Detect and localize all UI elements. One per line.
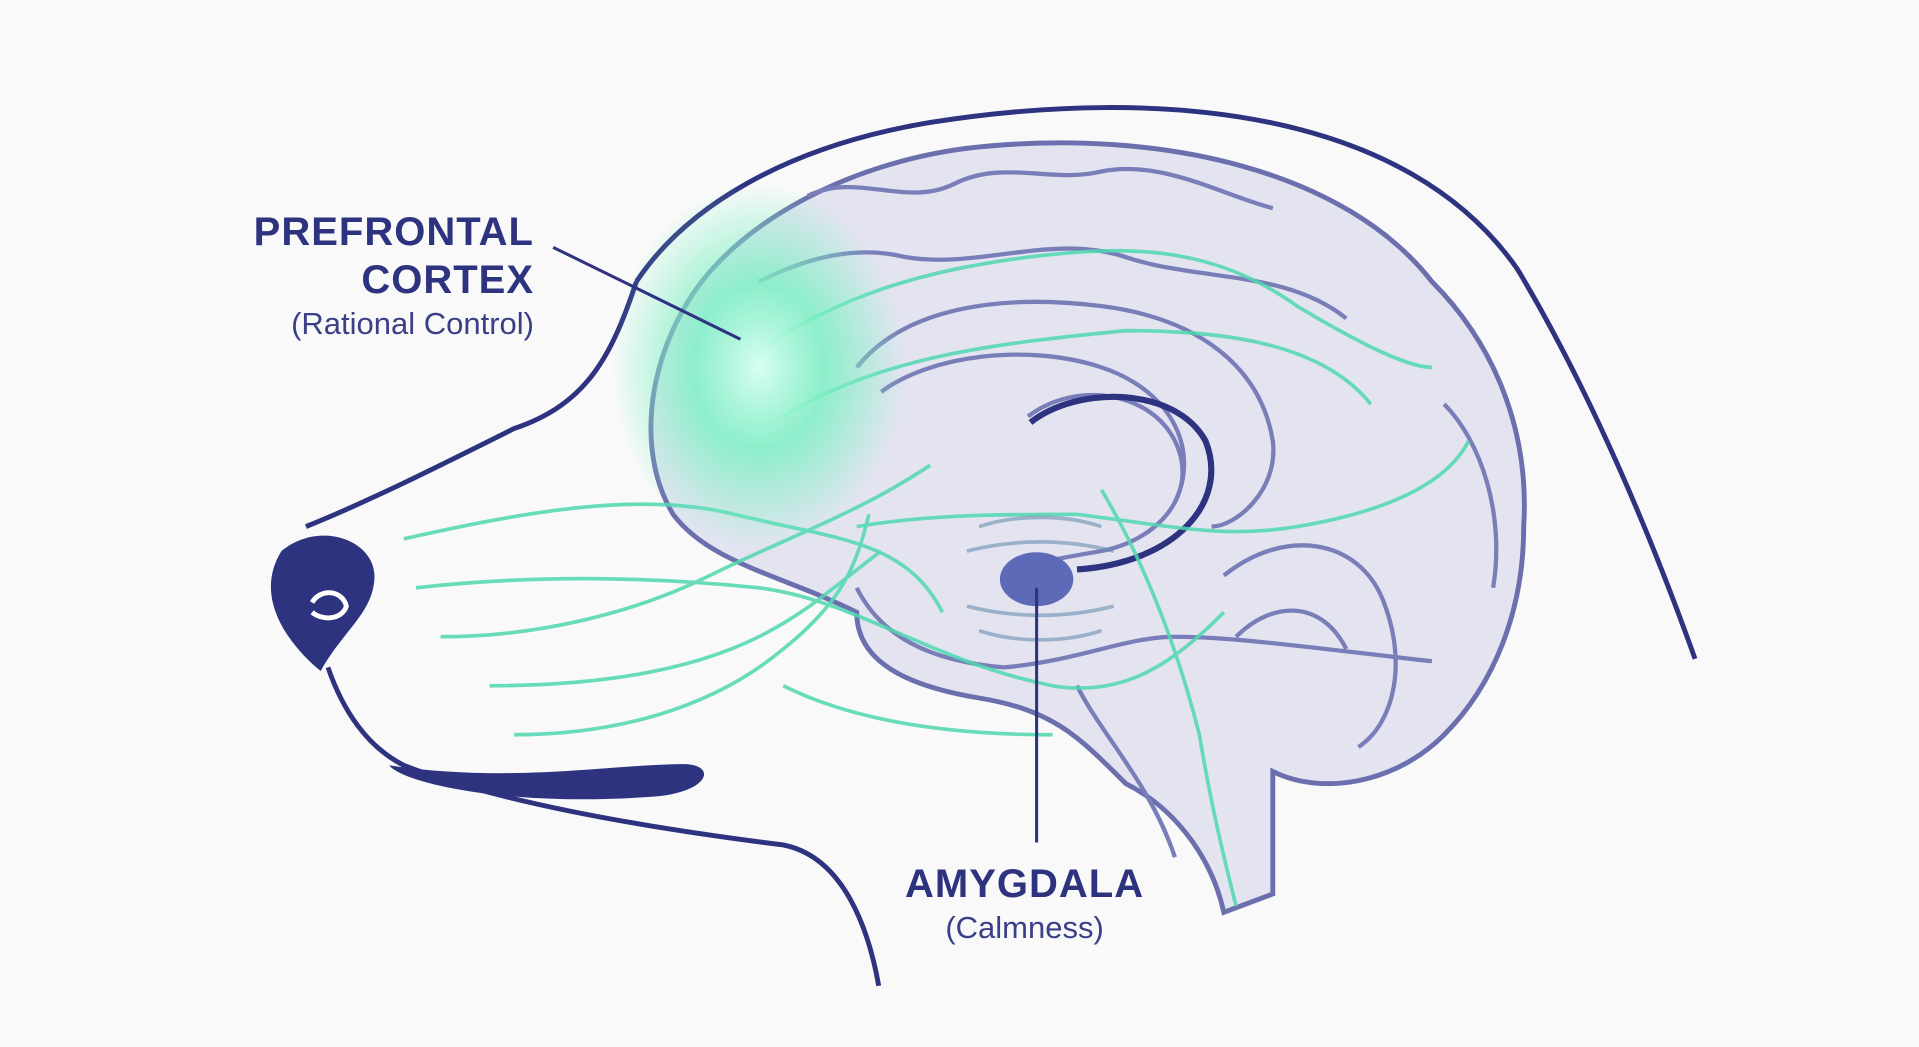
amygdala-label: AMYGDALA (Calmness)	[905, 860, 1144, 948]
amygdala-waves	[966, 515, 1115, 642]
dog-head-outline	[634, 105, 1698, 660]
dog-mouth	[389, 764, 705, 800]
prefrontal-title-line1: PREFRONTAL	[253, 210, 534, 254]
prefrontal-glow	[611, 183, 906, 552]
prefrontal-title-line2: CORTEX	[361, 258, 534, 302]
prefrontal-pointer	[552, 245, 742, 341]
dog-nose	[270, 535, 375, 672]
corpus-callosum	[1028, 393, 1215, 573]
amygdala	[999, 552, 1074, 607]
prefrontal-cortex-label: PREFRONTAL CORTEX (Rational Control)	[254, 208, 534, 344]
amygdala-title: AMYGDALA	[905, 862, 1145, 906]
amygdala-subtitle: (Calmness)	[945, 910, 1104, 945]
dog-nostril	[309, 590, 349, 621]
prefrontal-subtitle: (Rational Control)	[291, 306, 534, 341]
dog-snout-outline	[305, 280, 882, 987]
